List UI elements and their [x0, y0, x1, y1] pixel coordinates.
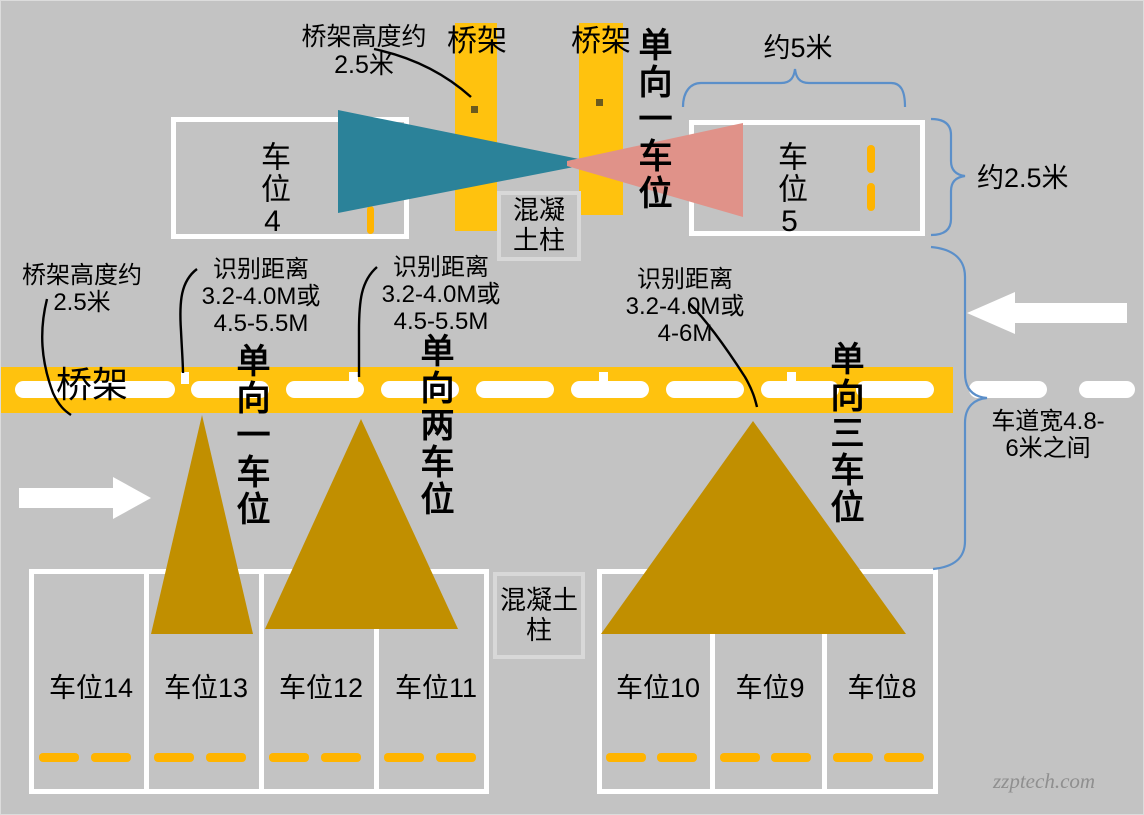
annotation-about-2_5m: 约2.5米 — [977, 163, 1069, 193]
annotation-recog-dist-1: 识别距离 3.2-4.0M或 4.5-5.5M — [201, 256, 321, 337]
slot-dash — [91, 753, 131, 762]
label-slot5: 车位5 — [773, 141, 806, 240]
slot-dash — [436, 753, 476, 762]
road-tray-label: 桥架 — [56, 364, 129, 405]
annotation-lane-width: 车道宽4.8- 6米之间 — [991, 408, 1105, 462]
slot-dash — [884, 753, 924, 762]
lane-dash — [761, 381, 839, 398]
slot-dash — [269, 753, 309, 762]
arrow-left-icon — [967, 292, 1127, 334]
label-one-way-one-slot-mid: 单向一车位 — [231, 343, 269, 528]
slot-dash — [771, 753, 811, 762]
slot-dash — [206, 753, 246, 762]
label-one-way-one-slot-top: 单向一车位 — [633, 27, 671, 212]
slot5-yellow-dash-1 — [867, 145, 875, 173]
arrow-right-icon — [19, 477, 151, 519]
concrete-pillar-top: 混凝土柱 — [497, 191, 581, 261]
parking-divider — [259, 573, 264, 790]
brace-about-5m — [681, 68, 907, 108]
lane-dash — [666, 381, 744, 398]
parking-divider — [144, 573, 149, 790]
lane-dash — [476, 381, 554, 398]
parking-divider — [822, 573, 827, 790]
annotation-tray-height-left: 桥架高度约 2.5米 — [22, 262, 142, 316]
slot-dash — [384, 753, 424, 762]
lane-dash — [571, 381, 649, 398]
cable-tray-dot-1 — [471, 106, 478, 113]
lane-dash — [969, 381, 1047, 398]
annotation-recog-dist-3: 识别距离 3.2-4.0M或 4-6M — [625, 266, 745, 347]
parking-box-slot5 — [689, 120, 925, 236]
slot-dash — [39, 753, 79, 762]
annotation-tray-label-1: 桥架 — [447, 25, 507, 58]
slot-dash — [321, 753, 361, 762]
slot-label-11: 车位11 — [394, 673, 478, 703]
lane-tick — [599, 372, 608, 384]
slot-dash — [154, 753, 194, 762]
annotation-tray-height-top: 桥架高度约 2.5米 — [301, 23, 427, 79]
watermark: zzptech.com — [993, 769, 1096, 793]
concrete-pillar-bottom: 混凝土柱 — [493, 572, 585, 659]
parking-divider — [710, 573, 715, 790]
slot-label-8: 车位8 — [847, 673, 917, 703]
cable-tray-dot-2 — [596, 99, 603, 106]
slot-label-10: 车位10 — [615, 673, 701, 703]
brace-about-2_5m — [930, 117, 966, 237]
label-one-way-two-slot: 单向两车位 — [415, 333, 453, 518]
lane-dash — [856, 381, 934, 398]
slot-label-14: 车位14 — [48, 673, 134, 703]
slot4-yellow-dash — [367, 206, 374, 234]
lane-tick — [787, 372, 796, 384]
label-slot4: 车位4 — [256, 141, 289, 240]
slot-label-9: 车位9 — [735, 673, 805, 703]
parking-block-bottom-left — [29, 569, 489, 794]
lane-dash — [381, 381, 459, 398]
slot-dash — [833, 753, 873, 762]
slot-label-12: 车位12 — [278, 673, 364, 703]
slot5-yellow-dash-2 — [867, 183, 875, 211]
slot-dash — [606, 753, 646, 762]
annotation-tray-label-2: 桥架 — [571, 25, 631, 58]
slot-dash — [720, 753, 760, 762]
lane-dash — [191, 381, 269, 398]
slot-dash — [657, 753, 697, 762]
parking-divider — [374, 573, 379, 790]
annotation-about-5m: 约5米 — [763, 33, 833, 63]
slot-label-13: 车位13 — [163, 673, 249, 703]
lane-tick — [349, 372, 358, 384]
label-one-way-three-slot: 单向三车位 — [825, 341, 863, 526]
lane-dash — [286, 381, 364, 398]
lane-tick — [181, 372, 189, 384]
annotation-recog-dist-2: 识别距离 3.2-4.0M或 4.5-5.5M — [381, 254, 501, 335]
lane-dash — [1079, 381, 1135, 398]
